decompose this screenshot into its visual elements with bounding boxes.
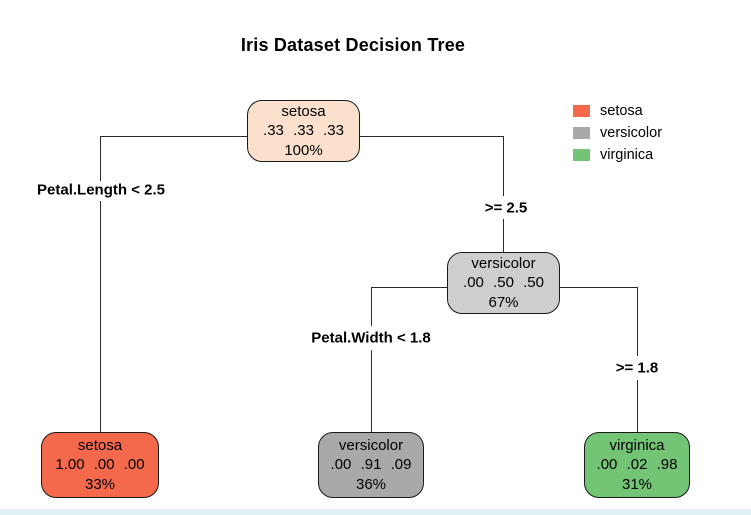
legend-item-setosa: setosa	[573, 100, 662, 122]
tree-leaf-versicolor: versicolor .00 .91 .09 36%	[318, 432, 424, 498]
window-bottom-edge	[0, 509, 751, 515]
tree-node-internal-versicolor: versicolor .00 .50 .50 67%	[447, 252, 560, 314]
legend-swatch-virginica	[573, 149, 590, 161]
node-class: setosa	[77, 437, 123, 455]
split-label-petal-length: Petal.Length < 2.5	[35, 181, 167, 199]
legend: setosa versicolor virginica	[573, 100, 662, 166]
legend-item-virginica: virginica	[573, 144, 662, 166]
branch-line	[100, 136, 247, 137]
legend-swatch-setosa	[573, 105, 590, 117]
legend-label: setosa	[600, 103, 643, 119]
legend-swatch-versicolor	[573, 127, 590, 139]
branch-line	[371, 287, 447, 288]
branch-line	[100, 201, 101, 432]
node-probabilities: 1.00 .00 .00	[55, 456, 145, 474]
tree-node-root: setosa .33 .33 .33 100%	[247, 100, 360, 162]
branch-line	[371, 287, 372, 326]
node-probabilities: .00 .02 .98	[596, 456, 678, 474]
branch-line	[503, 136, 504, 196]
node-class: setosa	[281, 103, 326, 121]
node-coverage: 100%	[284, 141, 323, 159]
node-class: versicolor	[471, 255, 536, 273]
branch-line	[637, 287, 638, 356]
node-coverage: 33%	[84, 475, 116, 493]
split-label-ge-1-8: >= 1.8	[613, 359, 661, 377]
branch-line	[637, 380, 638, 432]
node-class: virginica	[609, 437, 665, 455]
node-coverage: 67%	[488, 293, 519, 311]
tree-leaf-setosa: setosa 1.00 .00 .00 33%	[41, 432, 159, 498]
split-label-petal-width: Petal.Width < 1.8	[309, 329, 433, 347]
branch-line	[360, 136, 503, 137]
node-probabilities: .00 .50 .50	[463, 274, 544, 292]
node-probabilities: .00 .91 .09	[330, 456, 412, 474]
branch-line	[503, 219, 504, 252]
node-class: versicolor	[338, 437, 404, 455]
split-label-ge-2-5: >= 2.5	[482, 199, 530, 217]
branch-line	[371, 350, 372, 432]
legend-label: virginica	[600, 147, 654, 163]
branch-line	[560, 287, 637, 288]
legend-label: versicolor	[600, 125, 663, 141]
node-probabilities: .33 .33 .33	[263, 122, 344, 140]
tree-leaf-virginica: virginica .00 .02 .98 31%	[584, 432, 690, 498]
legend-item-versicolor: versicolor	[573, 122, 662, 144]
node-coverage: 31%	[621, 475, 653, 493]
node-coverage: 36%	[355, 475, 387, 493]
branch-line	[100, 136, 101, 181]
plot-title: Iris Dataset Decision Tree	[240, 35, 466, 55]
